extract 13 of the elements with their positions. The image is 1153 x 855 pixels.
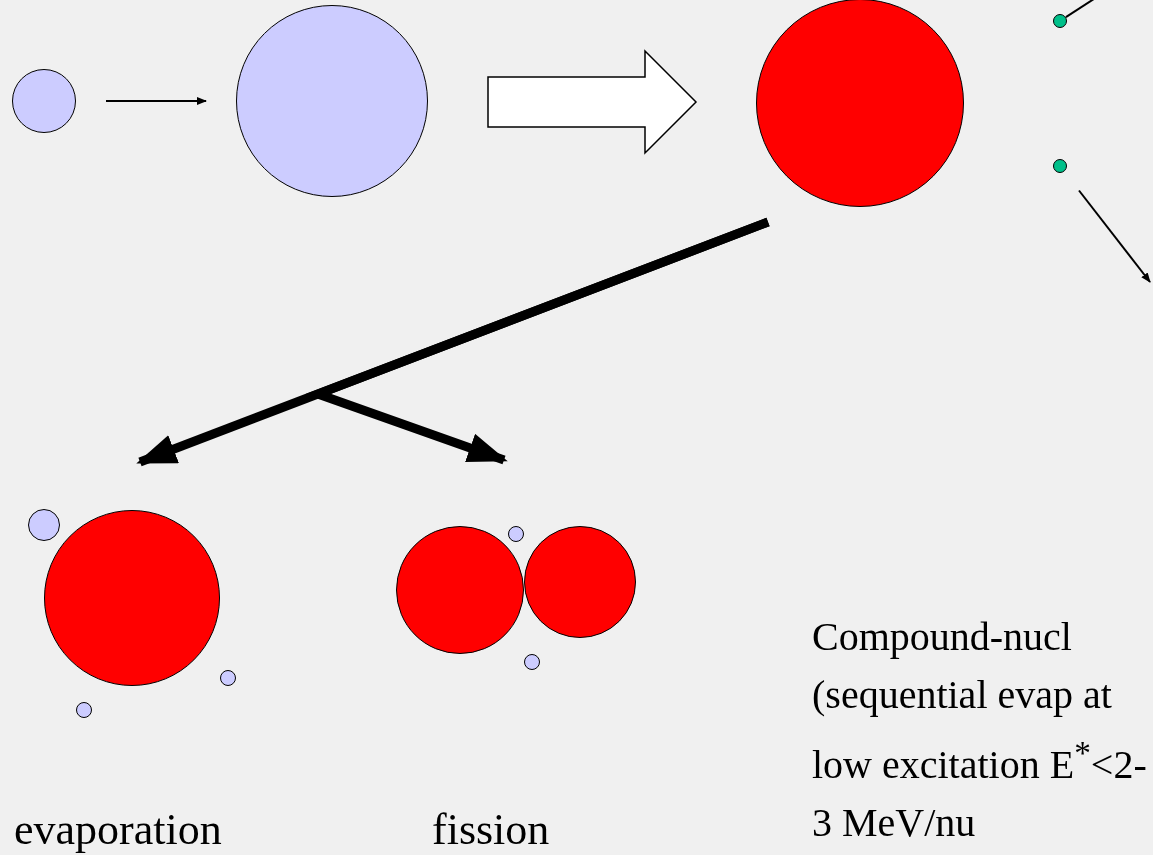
nucleus-circle — [28, 509, 60, 541]
nucleus-circle — [1053, 159, 1067, 173]
description-text: Compound-nucl (sequential evap at low excitation E$^{*}$<2-3 MeV/nu — [812, 613, 1148, 848]
arrow — [305, 217, 770, 465]
arrow — [105, 97, 207, 105]
nucleus-circle — [76, 702, 92, 718]
block-arrow — [487, 49, 698, 155]
nucleus-circle — [524, 654, 540, 670]
arrow — [1078, 189, 1151, 283]
node-label: evaporation — [14, 808, 222, 852]
nucleus-circle — [220, 670, 236, 686]
nucleus-circle — [1053, 14, 1067, 28]
node-label: fission — [432, 808, 550, 852]
